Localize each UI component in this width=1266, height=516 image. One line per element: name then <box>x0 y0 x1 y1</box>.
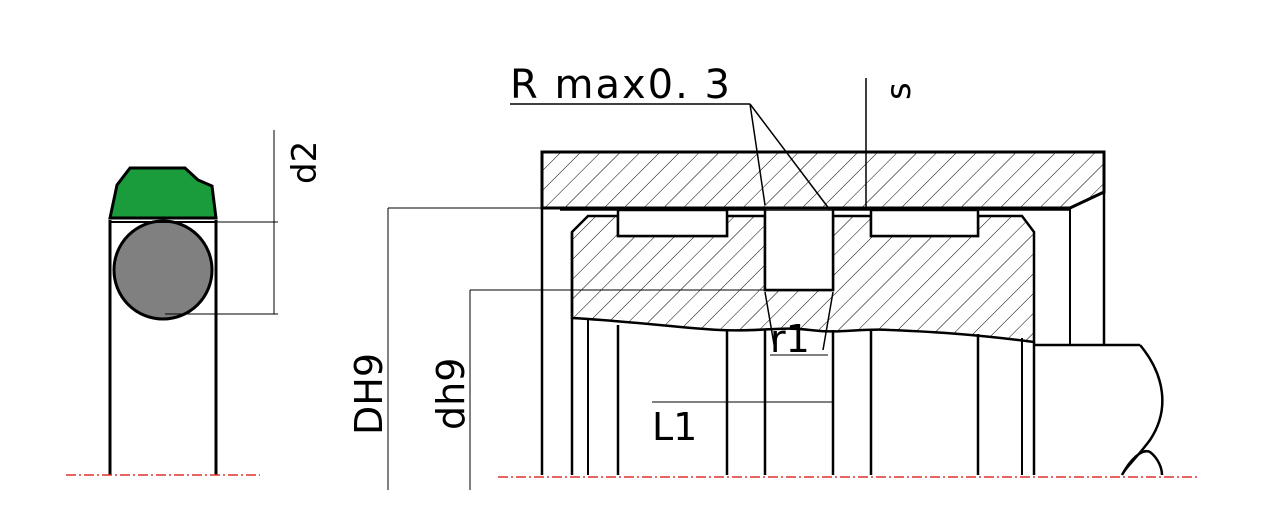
groove-assembly: R max0. 3 s DH9 dh9 r1 L1 <box>347 62 1200 490</box>
DH9-label: DH9 <box>347 353 391 435</box>
shaft-break-curve <box>1120 344 1164 476</box>
seal-ring-profile <box>108 166 218 220</box>
r-max-leader-1 <box>749 103 766 206</box>
dh9-label: dh9 <box>429 358 473 430</box>
right-groove <box>869 208 980 238</box>
L1-label: L1 <box>652 405 697 449</box>
o-ring-circle <box>112 219 214 321</box>
r-max-leader-2 <box>749 103 831 211</box>
d2-label: d2 <box>285 141 325 184</box>
r-max-label: R max0. 3 <box>510 62 732 108</box>
r1-label: r1 <box>770 317 810 361</box>
s-label: s <box>879 82 919 100</box>
r1-leader-left <box>764 291 776 351</box>
r1-leader-right <box>822 291 834 351</box>
left-groove <box>616 208 729 238</box>
center-bore-cutout <box>763 206 835 292</box>
seal-cross-section: d2 <box>66 130 325 476</box>
